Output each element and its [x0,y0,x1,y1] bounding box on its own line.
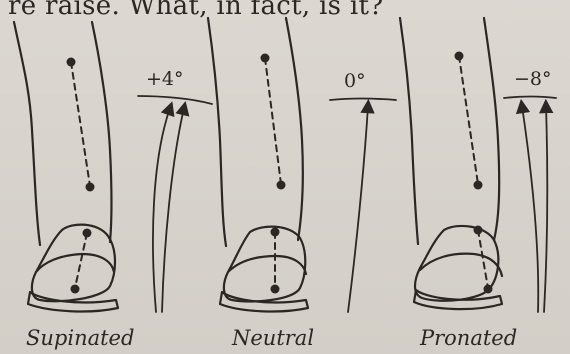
leg-neutral [208,18,303,246]
marker-dot [455,52,464,61]
caption-supinated: Supinated [26,326,134,350]
marker-dot [67,58,76,67]
axis-line-supinated [67,58,95,294]
angle-gauge-pronated [504,97,556,313]
marker-dot [277,181,286,190]
angle-label-neutral: 0° [344,70,366,92]
angle-label-supinated: +4° [146,68,184,90]
caption-neutral: Neutral [232,326,314,350]
marker-dot [83,229,92,238]
leg-supinated [14,22,112,245]
heel-neutral [220,227,308,312]
caption-pronated: Pronated [420,326,517,350]
heel-supinated [28,225,118,312]
marker-dot [474,226,483,235]
leg-pronated [400,18,499,244]
angle-label-pronated: −8° [514,68,552,90]
marker-dot [86,183,95,192]
angle-gauge-neutral [330,99,396,313]
marker-dot [484,285,493,294]
marker-dot [474,181,483,190]
marker-dot [261,54,270,63]
marker-dot [71,285,80,294]
heel-pronated [414,226,502,309]
marker-dot [271,228,280,237]
marker-dot [271,285,280,294]
angle-gauge-supinated [138,96,212,312]
